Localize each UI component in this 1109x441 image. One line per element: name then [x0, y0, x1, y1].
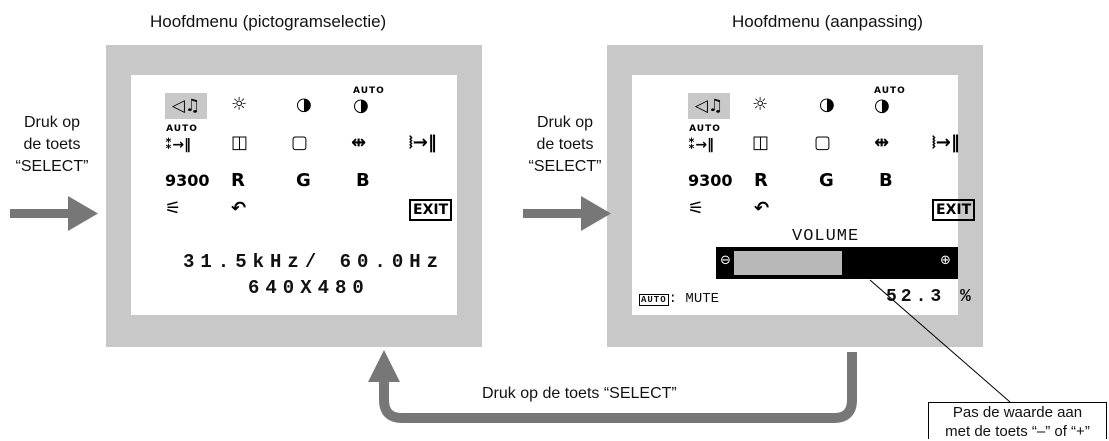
auto-mute-label: AUTO: MUTE [639, 291, 719, 307]
exit-icon[interactable]: EXIT [409, 199, 453, 221]
red-icon[interactable]: R [754, 170, 768, 191]
auto-adjust-icon[interactable]: AUTO⁑→‖ [165, 124, 198, 154]
instruction-line-3: “SELECT” [528, 158, 602, 175]
brightness-icon[interactable]: ☼ [752, 94, 769, 115]
contrast-icon[interactable]: ◑ [819, 94, 835, 115]
callout-line-1: Pas de waarde aan [952, 404, 1083, 421]
h-size-icon[interactable]: ⇹ [351, 132, 367, 153]
instruction-line-1: Druk op [23, 114, 81, 131]
tools-icon[interactable]: ⚟ [165, 198, 182, 219]
minus-icon: ⊖ [720, 253, 731, 268]
position-icon[interactable]: ◫ [752, 132, 770, 153]
size-icon[interactable]: ▢ [291, 132, 309, 153]
red-icon[interactable]: R [231, 170, 245, 191]
callout-pointer [869, 279, 1011, 403]
green-icon[interactable]: G [296, 170, 311, 191]
slider-fill [734, 251, 842, 275]
frequency-readout: 31.5kHz/ 60.0Hz [183, 251, 445, 273]
left-panel-title: Hoofdmenu (pictogramselectie) [150, 12, 387, 31]
green-icon[interactable]: G [819, 170, 834, 191]
return-arrow [368, 350, 857, 423]
instruction-line-1: Druk op [536, 114, 594, 131]
auto-tag: AUTO [639, 294, 669, 306]
blue-icon[interactable]: B [879, 170, 893, 191]
mute-text: : MUTE [668, 291, 720, 307]
resolution-readout: 640X480 [248, 277, 370, 299]
brightness-icon[interactable]: ☼ [231, 94, 248, 115]
volume-icon[interactable]: ◁♫ [165, 93, 207, 119]
left-arrow [10, 196, 98, 231]
right-panel-title: Hoofdmenu (aanpassing) [732, 12, 923, 31]
h-size-icon[interactable]: ⇹ [874, 132, 890, 153]
instruction-line-2: de toets [23, 136, 81, 153]
right-osd-screen: ◁♫ ☼ ◑ AUTO◑ AUTO⁑→‖ ◫ ▢ ⇹ ⧘→‖ 9300 R G … [632, 75, 976, 315]
auto-contrast-icon[interactable]: AUTO◑ [874, 86, 906, 116]
slider-label: VOLUME [792, 227, 860, 246]
plus-icon: ⊕ [940, 253, 951, 268]
left-osd-panel: ◁♫ ☼ ◑ AUTO◑ AUTO⁑→‖ ◫ ▢ ⇹ ⧘→‖ 9300 R G … [106, 45, 482, 347]
left-osd-screen: ◁♫ ☼ ◑ AUTO◑ AUTO⁑→‖ ◫ ▢ ⇹ ⧘→‖ 9300 R G … [131, 75, 457, 315]
left-select-instruction: Druk op de toets “SELECT” [2, 112, 102, 178]
middle-select-instruction: Druk op de toets “SELECT” [515, 112, 615, 178]
color-preset-icon[interactable]: 9300 [688, 171, 733, 190]
callout-line-2: met de toets “–” of “+” [945, 423, 1090, 440]
contrast-icon[interactable]: ◑ [296, 94, 312, 115]
fine-icon[interactable]: ⧘→‖ [409, 132, 437, 153]
middle-arrow [523, 196, 611, 231]
reset-icon[interactable]: ↶ [754, 198, 770, 219]
fine-icon[interactable]: ⧘→‖ [932, 132, 960, 153]
blue-icon[interactable]: B [356, 170, 370, 191]
volume-value: 52.3 % [886, 287, 975, 307]
auto-contrast-icon[interactable]: AUTO◑ [353, 86, 385, 116]
bottom-select-instruction: Druk op de toets “SELECT” [482, 385, 677, 402]
volume-icon[interactable]: ◁♫ [688, 93, 730, 119]
auto-adjust-icon[interactable]: AUTO⁑→‖ [688, 124, 721, 154]
instruction-line-2: de toets [536, 136, 594, 153]
reset-icon[interactable]: ↶ [231, 198, 247, 219]
adjust-value-callout: Pas de waarde aan met de toets “–” of “+… [928, 402, 1107, 440]
exit-icon[interactable]: EXIT [932, 199, 976, 221]
color-preset-icon[interactable]: 9300 [165, 171, 210, 190]
volume-slider[interactable]: ⊖ ⊕ [716, 247, 958, 279]
size-icon[interactable]: ▢ [814, 132, 832, 153]
tools-icon[interactable]: ⚟ [688, 198, 705, 219]
instruction-line-3: “SELECT” [15, 158, 89, 175]
position-icon[interactable]: ◫ [231, 132, 249, 153]
right-osd-panel: ◁♫ ☼ ◑ AUTO◑ AUTO⁑→‖ ◫ ▢ ⇹ ⧘→‖ 9300 R G … [607, 45, 983, 347]
